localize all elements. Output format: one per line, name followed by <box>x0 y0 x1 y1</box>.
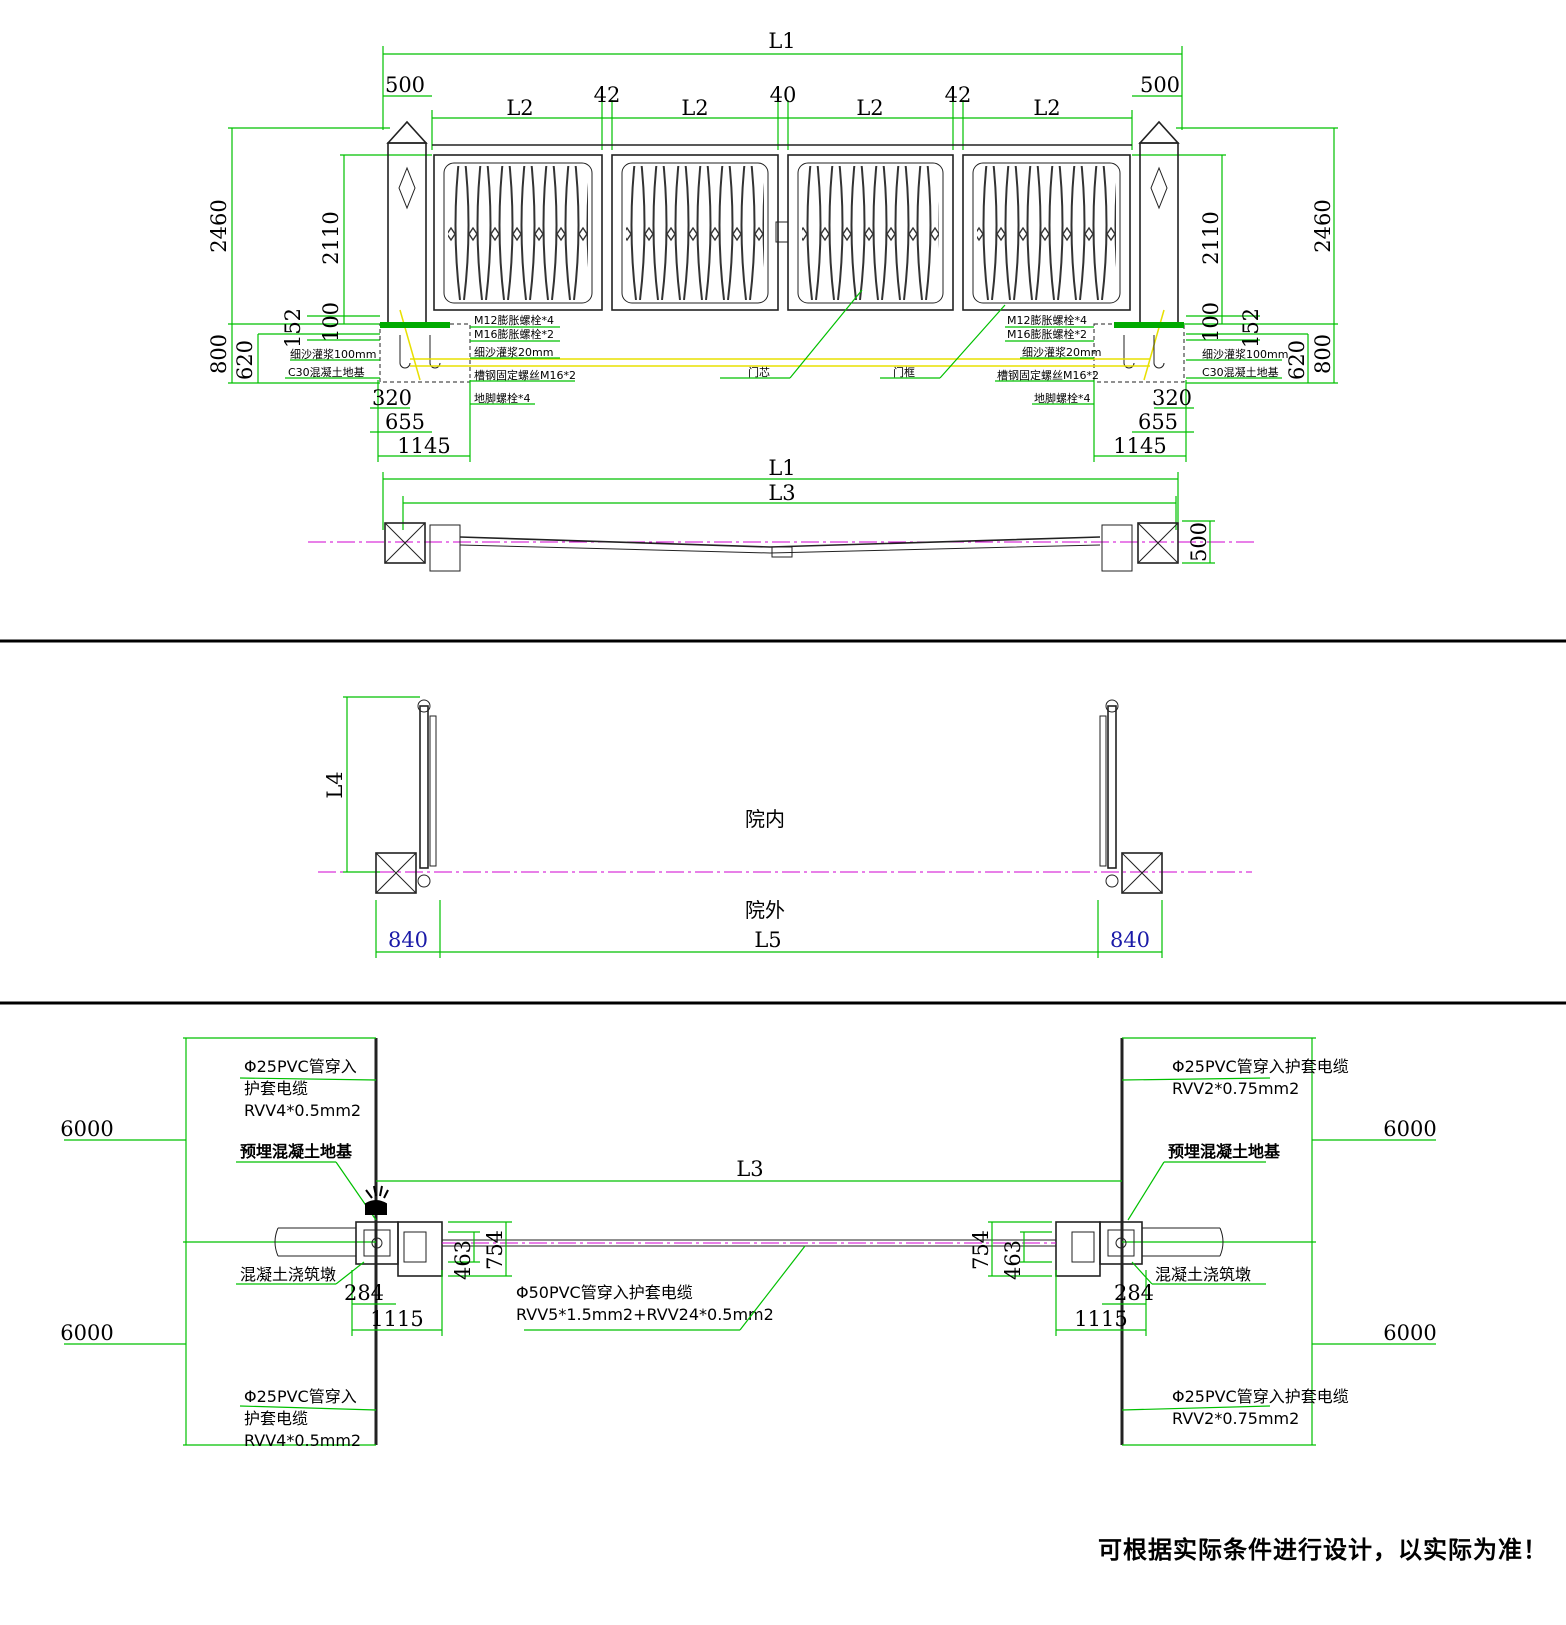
dim-655-left: 655 <box>385 410 425 434</box>
dim-1145-left: 1145 <box>397 434 450 458</box>
note-grout20-right: 细沙灌浆20mm <box>1022 345 1101 359</box>
plan-right-post <box>1101 522 1179 572</box>
dim-152-right: 152 <box>1239 308 1263 348</box>
gate-panels <box>432 144 1132 311</box>
dim-284-left: 284 <box>344 1281 384 1305</box>
note-pvc25-left-bottom-1: Φ25PVC管穿入 <box>244 1387 357 1406</box>
note-pvc25-right-bottom-2: RVV2*0.75mm2 <box>1172 1409 1299 1428</box>
dim-754-right: 754 <box>969 1230 993 1270</box>
dim-800-left: 800 <box>207 334 231 374</box>
dim-40: 40 <box>770 83 797 107</box>
dim-840-right: 840 <box>1110 928 1150 952</box>
note-m12-left: M12膨胀螺栓*4 <box>474 313 554 327</box>
note-m12-right: M12膨胀螺栓*4 <box>1007 313 1087 327</box>
swing-left-leaf <box>375 699 437 894</box>
footer-note: 可根据实际条件进行设计，以实际为准！ <box>1098 1536 1548 1564</box>
left-post <box>386 120 428 324</box>
dim-L2-2: L2 <box>681 96 708 120</box>
label-pier-left: 混凝土浇筑墩 <box>240 1265 336 1284</box>
dim-2460-left: 2460 <box>207 199 231 252</box>
note-m16-left: M16膨胀螺栓*2 <box>474 327 554 341</box>
note-m16-right: M16膨胀螺栓*2 <box>1007 327 1087 341</box>
label-pier-right: 混凝土浇筑墩 <box>1155 1265 1251 1284</box>
note-pvc25-right-top-1: Φ25PVC管穿入护套电缆 <box>1172 1057 1349 1076</box>
dim-L1-top: L1 <box>768 29 795 53</box>
note-frame: 门框 <box>893 365 915 379</box>
dim-42-left: 42 <box>594 83 621 107</box>
plan-left-post <box>384 522 461 572</box>
label-foundation-right: 预埋混凝土地基 <box>1168 1142 1281 1161</box>
note-pvc50-2: RVV5*1.5mm2+RVV24*0.5mm2 <box>516 1305 774 1324</box>
dim-320-right: 320 <box>1152 386 1192 410</box>
dim-6000-left-bottom: 6000 <box>60 1321 113 1345</box>
plan-view: L1 L3 500 <box>308 456 1255 572</box>
left-foundation <box>379 309 471 383</box>
note-channel-right: 槽钢固定螺丝M16*2 <box>997 368 1099 382</box>
dim-6000-right-bottom: 6000 <box>1383 1321 1436 1345</box>
note-pvc25-left-top-1: Φ25PVC管穿入 <box>244 1057 357 1076</box>
dim-6000-left-top: 6000 <box>60 1117 113 1141</box>
dim-800-right: 800 <box>1311 334 1335 374</box>
dim-100-left: 100 <box>319 302 343 342</box>
dim-2110-left: 2110 <box>319 211 343 264</box>
right-foundation <box>1093 309 1185 383</box>
note-anchor-left: 地脚螺栓*4 <box>474 391 531 405</box>
note-anchor-right: 地脚螺栓*4 <box>1034 391 1091 405</box>
swing-view: L4 院内 院外 840 L5 840 <box>318 696 1252 958</box>
dim-152-left: 152 <box>281 308 305 348</box>
layout-left-assembly <box>274 1185 443 1277</box>
dim-2110-right: 2110 <box>1199 211 1223 264</box>
note-pvc25-left-bottom-3: RVV4*0.5mm2 <box>244 1431 361 1450</box>
dim-1145-right: 1145 <box>1113 434 1166 458</box>
dim-L2-1: L2 <box>506 96 533 120</box>
dim-2460-right: 2460 <box>1311 199 1335 252</box>
note-c30-left: C30混凝土地基 <box>288 365 365 379</box>
dim-L2-4: L2 <box>1033 96 1060 120</box>
dim-1115-right: 1115 <box>1074 1307 1127 1331</box>
dim-284-right: 284 <box>1114 1281 1154 1305</box>
note-core: 门芯 <box>748 365 770 379</box>
dim-320-left: 320 <box>372 386 412 410</box>
dim-620-left: 620 <box>233 340 257 380</box>
swing-right-leaf <box>1099 699 1163 894</box>
dim-L2-3: L2 <box>856 96 883 120</box>
dim-620-right: 620 <box>1285 340 1309 380</box>
dim-500-right: 500 <box>1140 73 1180 97</box>
dim-L3-layout: L3 <box>736 1157 763 1181</box>
dim-463-right: 463 <box>1001 1240 1025 1280</box>
label-outside: 院外 <box>745 898 785 922</box>
dim-100-right: 100 <box>1199 302 1223 342</box>
dim-500-left: 500 <box>385 73 425 97</box>
note-pvc25-right-bottom-1: Φ25PVC管穿入护套电缆 <box>1172 1387 1349 1406</box>
dim-463-left: 463 <box>451 1240 475 1280</box>
dim-42-right: 42 <box>945 83 972 107</box>
note-c30-right: C30混凝土地基 <box>1202 365 1279 379</box>
elevation-view: L1 500 500 L2 L2 L2 L2 42 40 42 2460 21 <box>207 29 1338 462</box>
note-pvc25-left-top-2: 护套电缆 <box>244 1079 308 1098</box>
dim-L4: L4 <box>323 771 347 798</box>
note-channel-left: 槽钢固定螺丝M16*2 <box>474 368 576 382</box>
dim-840-left: 840 <box>388 928 428 952</box>
note-pvc25-right-top-2: RVV2*0.75mm2 <box>1172 1079 1299 1098</box>
label-foundation-left: 预埋混凝土地基 <box>240 1142 353 1161</box>
dim-L1-plan: L1 <box>768 456 795 480</box>
dim-655-right: 655 <box>1138 410 1178 434</box>
note-grout100-right: 细沙灌浆100mm <box>1202 347 1288 361</box>
note-grout100-left: 细沙灌浆100mm <box>290 347 376 361</box>
dim-754-left: 754 <box>483 1230 507 1270</box>
dim-1115-left: 1115 <box>370 1307 423 1331</box>
dim-6000-right-top: 6000 <box>1383 1117 1436 1141</box>
label-inside: 院内 <box>745 807 785 831</box>
dim-L5: L5 <box>754 928 781 952</box>
layout-right-assembly <box>1055 1221 1224 1277</box>
note-grout20-left: 细沙灌浆20mm <box>474 345 553 359</box>
note-pvc25-left-top-3: RVV4*0.5mm2 <box>244 1101 361 1120</box>
note-pvc25-left-bottom-2: 护套电缆 <box>244 1409 308 1428</box>
right-post <box>1138 120 1180 324</box>
layout-view: 6000 6000 6000 6000 Φ25PVC管穿入 护套电缆 RVV4*… <box>60 1037 1437 1450</box>
note-pvc50-1: Φ50PVC管穿入护套电缆 <box>516 1283 693 1302</box>
dim-500-plan: 500 <box>1187 522 1211 562</box>
dim-L3-plan: L3 <box>768 481 795 505</box>
